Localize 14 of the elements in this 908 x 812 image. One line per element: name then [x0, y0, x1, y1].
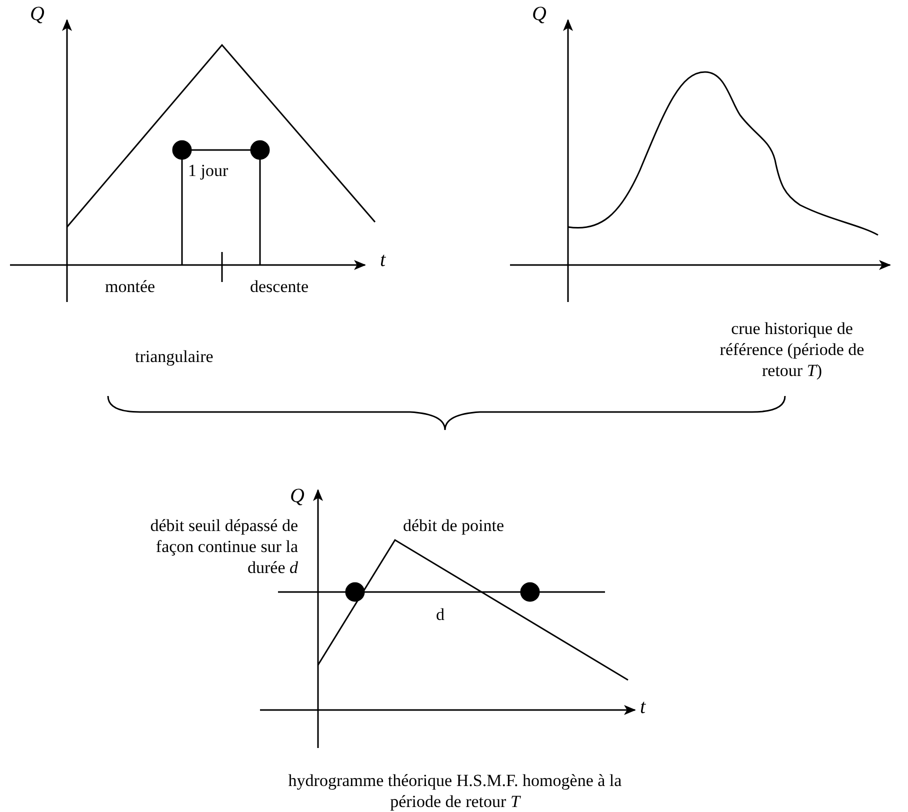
curve-caption: crue historique de référence (période de retour T): [718, 318, 866, 381]
axis-label: t: [640, 697, 646, 718]
duration-label: d: [436, 604, 444, 625]
phase-label: montée: [105, 276, 156, 297]
duration-label: 1 jour: [188, 160, 228, 181]
curve-caption: triangulaire: [135, 346, 214, 367]
phase-label: descente: [250, 276, 309, 297]
axis-label: t: [380, 250, 386, 271]
axis-label: Q: [30, 4, 44, 25]
plot-caption: hydrogramme théorique H.S.M.F. homogène à la période de retour T: [287, 770, 623, 812]
axis-label: Q: [290, 486, 304, 507]
axis-label: Q: [532, 4, 546, 25]
threshold-label: débit seuil dépassé de façon continue sur la durée d: [150, 515, 298, 578]
peak-label: débit de pointe: [403, 515, 504, 536]
